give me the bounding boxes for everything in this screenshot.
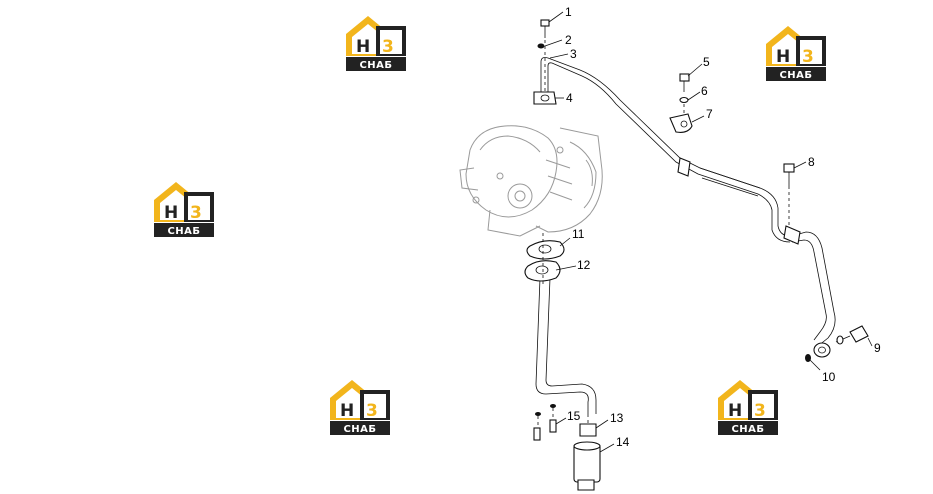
callout-10: 10: [822, 370, 836, 384]
logo-letter: H: [340, 401, 354, 421]
logo-watermark: H 3 СНАБ: [330, 380, 390, 435]
logo-word: СНАБ: [167, 226, 200, 237]
logo-word: СНАБ: [731, 424, 764, 435]
oil-return-line: [524, 240, 601, 491]
logo-watermark: H 3 СНАБ: [154, 182, 214, 237]
callout-7: 7: [706, 107, 713, 121]
callout-8: 8: [808, 155, 815, 169]
callout-1: 1: [565, 5, 572, 19]
logo-digit: 3: [366, 401, 378, 421]
callout-12: 12: [577, 258, 591, 272]
callout-9: 9: [874, 341, 881, 355]
logo-word: СНАБ: [779, 70, 812, 81]
callout-13: 13: [610, 411, 624, 425]
oil-feed-line: [533, 57, 836, 358]
callout-5: 5: [703, 55, 710, 69]
logo-letter: H: [728, 401, 742, 421]
callout-15: 15: [567, 409, 581, 423]
callout-labels: 1 2 3 4 5 6 7 8 9 10 11 12 13 14 15: [565, 5, 881, 449]
callout-2: 2: [565, 33, 572, 47]
callout-4: 4: [566, 91, 573, 105]
logo-watermark: H 3 СНАБ: [346, 16, 406, 71]
fasteners: [533, 19, 869, 441]
callout-11: 11: [572, 227, 585, 241]
logo-letter: H: [776, 47, 790, 67]
logo-letter: H: [356, 37, 370, 57]
callout-14: 14: [616, 435, 630, 449]
logo-watermark: H 3 СНАБ: [766, 26, 826, 81]
logo-word: СНАБ: [343, 424, 376, 435]
logo-word: СНАБ: [359, 60, 392, 71]
logo-digit: 3: [190, 203, 202, 223]
logo-digit: 3: [382, 37, 394, 57]
logo-digit: 3: [754, 401, 766, 421]
logo-watermark: H 3 СНАБ: [718, 380, 778, 435]
logo-digit: 3: [802, 47, 814, 67]
logo-letter: H: [164, 203, 178, 223]
turbocharger-illustration: [459, 125, 603, 237]
callout-6: 6: [701, 84, 708, 98]
callout-3: 3: [570, 47, 577, 61]
leader-lines: [544, 11, 873, 453]
